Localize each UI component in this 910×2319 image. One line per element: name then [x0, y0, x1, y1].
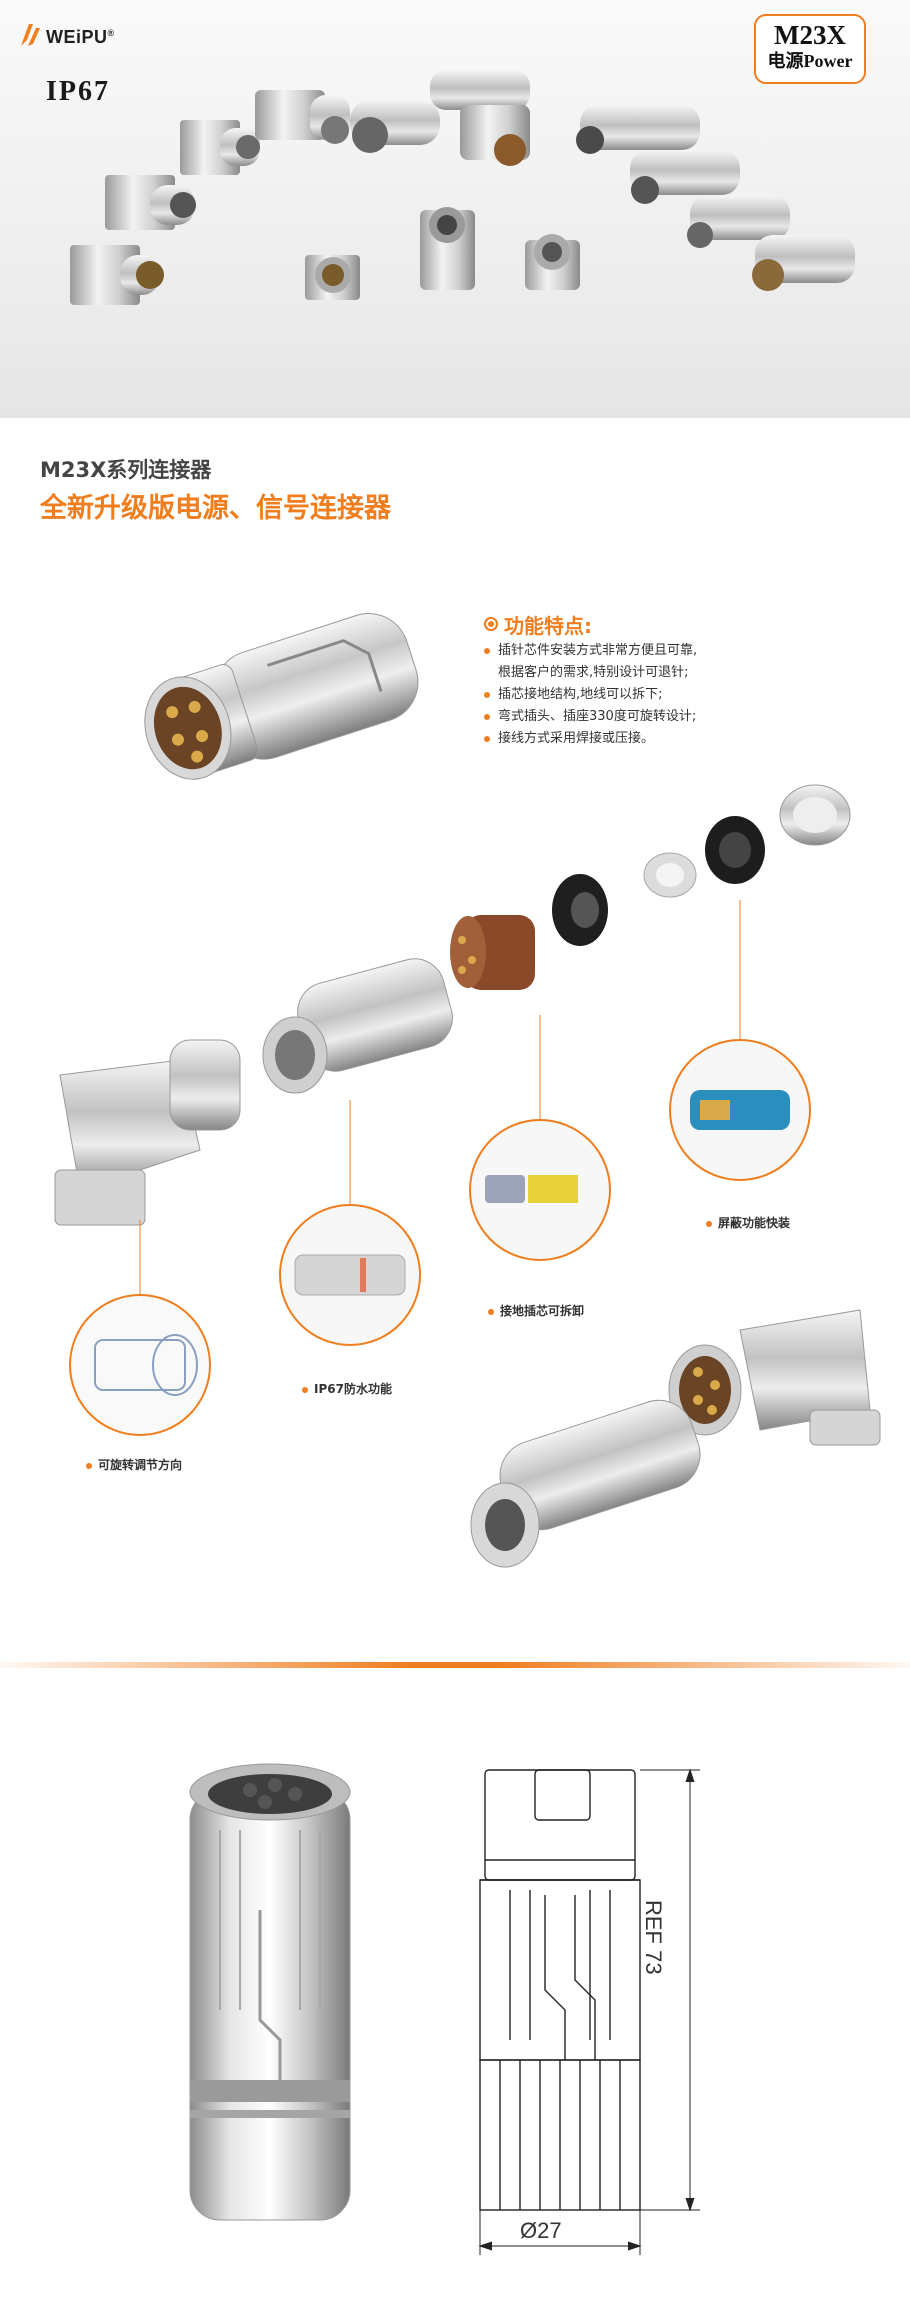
caption-shield: 屏蔽功能快装 — [706, 1214, 790, 1231]
insulator-insert — [450, 915, 535, 990]
callout-circle-shield — [669, 1039, 811, 1181]
ip-rating: IP67 — [46, 76, 110, 107]
angled-connector-4 — [255, 90, 350, 144]
product-photo-straight-plug — [189, 1763, 351, 2221]
straight-connector-2 — [576, 105, 700, 154]
series-title: M23X系列连接器 — [40, 458, 212, 482]
angled-connector-5 — [350, 100, 440, 153]
headline: 全新升级版电源、信号连接器 — [40, 493, 391, 524]
diameter-dimension-label: Ø27 — [520, 2218, 562, 2243]
angled-connector-1 — [70, 245, 164, 305]
callout-circle-rotate — [69, 1294, 211, 1436]
feature-item: 接线方式采用焊接或压接。 — [484, 728, 654, 750]
seal-ring — [643, 852, 697, 898]
feature-item: 弯式插头、插座330度可旋转设计; — [484, 706, 696, 728]
straight-connector-5 — [752, 235, 855, 291]
caption-waterproof: IP67防水功能 — [302, 1380, 392, 1397]
callout-circle-waterproof — [279, 1204, 421, 1346]
bullet-icon — [86, 1462, 92, 1469]
bullet-icon — [706, 1220, 712, 1227]
section-divider — [0, 1662, 910, 1668]
straight-connector-4 — [687, 195, 790, 248]
features-bullet-icon — [484, 617, 498, 631]
caption-ground: 接地插芯可拆卸 — [488, 1302, 584, 1319]
dimension-drawing — [478, 1768, 700, 2255]
mated-plug — [470, 1399, 701, 1568]
clamp-black-2 — [552, 874, 608, 946]
bullet-icon — [484, 735, 490, 742]
straight-connector-1 — [430, 70, 530, 110]
bullet-icon — [484, 647, 490, 654]
end-ring — [779, 784, 851, 846]
angled-connector-6 — [460, 105, 530, 166]
exploded-view-illustration — [54, 784, 881, 1568]
caption-rotate: 可旋转调节方向 — [86, 1456, 182, 1473]
feature-item: 插芯接地结构,地线可以拆下; — [484, 684, 663, 706]
angled-connector-2 — [105, 175, 196, 230]
callout-circle-ground — [469, 1119, 611, 1261]
hero-products-illustration — [70, 70, 855, 305]
straight-connector-3 — [630, 150, 740, 204]
plug-body — [262, 958, 453, 1094]
feature-item-continued: 根据客户的需求,特别设计可退针; — [498, 665, 689, 680]
brand-name: WEiPU® — [46, 27, 115, 47]
bullet-icon — [484, 691, 490, 698]
receptacle-2 — [420, 207, 475, 290]
shield-clamp-black — [705, 816, 765, 884]
angled-housing — [54, 1039, 241, 1226]
bullet-icon — [488, 1308, 494, 1315]
bullet-icon — [302, 1386, 308, 1393]
badge-model: M23X — [774, 20, 846, 50]
features-title: 功能特点: — [504, 614, 592, 638]
receptacle-1 — [305, 255, 360, 300]
bullet-icon — [484, 713, 490, 720]
hero-banner: WEiPU® IP67 M23X 电源Power — [0, 0, 910, 418]
model-badge: M23X 电源Power — [754, 14, 866, 84]
angled-connector-3 — [180, 120, 260, 175]
mated-receptacle — [668, 1309, 881, 1446]
main-connector-illustration — [144, 613, 419, 780]
weipu-logo-icon — [18, 22, 42, 48]
feature-item: 插针芯件安装方式非常方便且可靠, — [484, 640, 697, 662]
length-dimension-label: REF 73 — [641, 1900, 666, 1975]
receptacle-3 — [525, 234, 580, 290]
badge-subtitle: 电源Power — [767, 51, 853, 71]
